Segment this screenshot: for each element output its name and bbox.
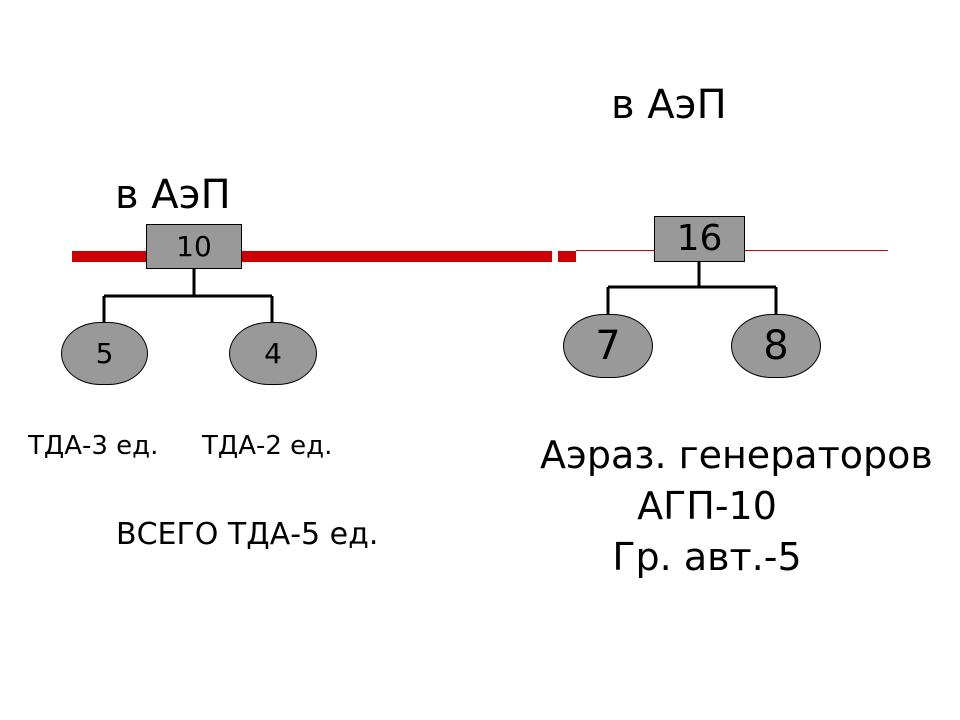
right-caption: Аэраз. генераторов (540, 436, 960, 486)
right-child-right-value: 8 (763, 323, 789, 369)
left-label-right: ТДА-2 ед. (202, 431, 333, 461)
right-child-left-value: 7 (595, 323, 621, 369)
right-caption-line1: Аэраз. генераторов (540, 436, 933, 477)
right-child-node-right: 8 (731, 314, 821, 378)
left-root-node: 10 (146, 224, 242, 269)
left-label-left: ТДА-3 ед. (28, 431, 159, 461)
right-caption-line2: АГП-10 (637, 484, 777, 528)
right-caption-line3: Гр. авт.-5 (612, 535, 802, 579)
red-line-thick-main (72, 251, 552, 262)
right-child-node-left: 7 (563, 314, 653, 378)
left-child-left-value: 5 (95, 336, 114, 370)
left-total-label: ВСЕГО ТДА-5 ед. (116, 517, 379, 552)
left-root-value: 10 (176, 229, 212, 263)
left-location-label: в АэП (115, 172, 231, 218)
left-child-node-left: 5 (61, 322, 148, 385)
left-child-right-value: 4 (264, 336, 282, 370)
right-location-label: в АэП (611, 82, 727, 128)
right-root-value: 16 (676, 218, 723, 259)
right-root-node: 16 (654, 216, 745, 262)
red-line-thick-segment (558, 251, 576, 262)
left-child-node-right: 4 (229, 322, 317, 385)
